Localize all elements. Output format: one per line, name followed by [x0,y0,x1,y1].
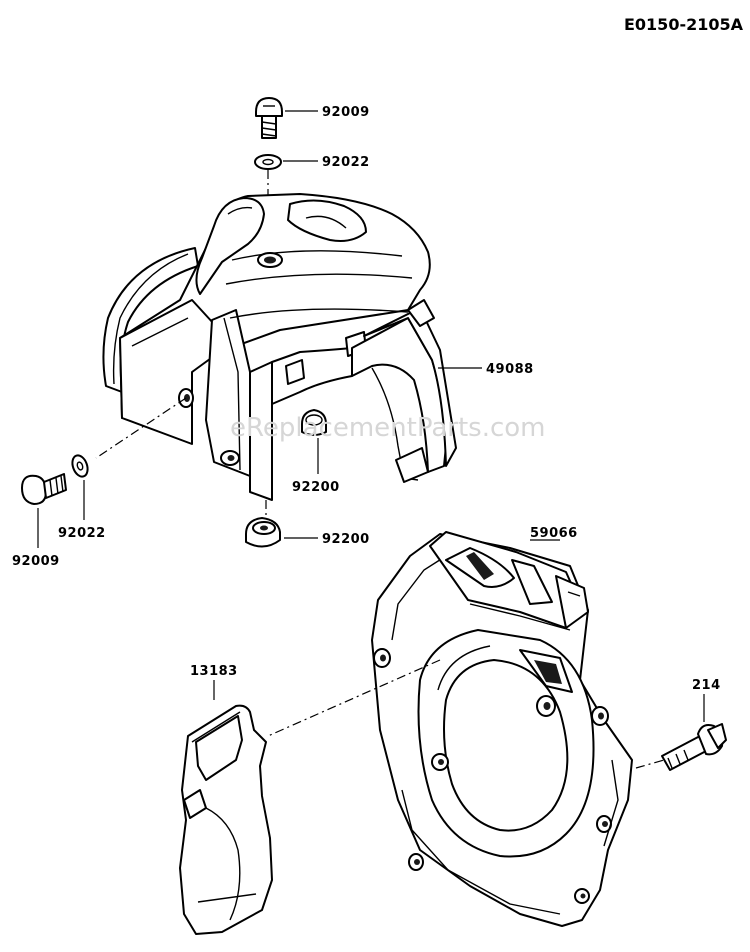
label-92009-left: 92009 [12,554,60,569]
label-92022-left: 92022 [58,526,106,541]
label-92200-mid: 92200 [292,480,340,495]
bolt-214 [661,723,727,771]
label-92009-top: 92009 [322,105,370,120]
grommet-92200-low [245,517,281,548]
fan-housing-59066 [371,531,633,927]
washer-92022-top [254,154,282,170]
label-92022-top: 92022 [322,155,370,170]
label-214: 214 [692,678,721,693]
screw-92009-top [255,97,283,139]
washer-92022-left [71,454,89,478]
label-59066: 59066 [530,526,578,541]
label-49088: 49088 [486,362,534,377]
label-13183: 13183 [190,664,238,679]
cylinder-cover-49088 [102,193,457,501]
label-92200-low: 92200 [322,532,370,547]
guide-13183 [179,704,273,935]
screw-92009-left [21,473,67,505]
grommet-92200-mid [301,409,327,436]
watermark-text: eReplacementParts.com [230,413,546,443]
diagram-reference: E0150-2105A [624,15,744,34]
